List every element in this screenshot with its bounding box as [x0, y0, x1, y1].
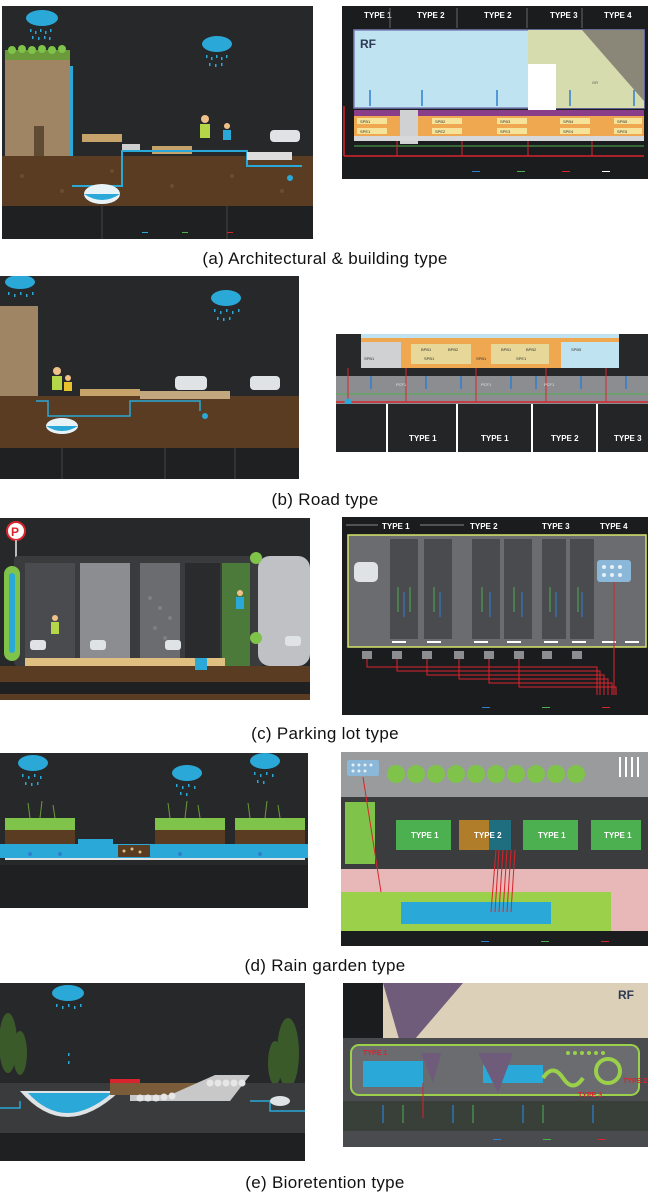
- caption-e: (e) Bioretention type: [245, 1173, 405, 1192]
- caption-c: (c) Parking lot type: [251, 724, 399, 743]
- code-label: SPB2: [435, 119, 446, 124]
- code-label: BPB2: [526, 347, 537, 352]
- type-label: TYPE 1: [363, 1050, 387, 1057]
- panel-e-left-cross-section: [0, 983, 305, 1161]
- type-header: TYPE 1 TYPE 2 TYPE 3 TYPE 4: [346, 522, 628, 531]
- type-label: TYPE 1: [538, 831, 566, 840]
- panel-a-right-plan: TYPE 1 TYPE 2 TYPE 2 TYPE 3 TYPE 4 RF GR…: [342, 6, 648, 179]
- code-label: SPE1: [360, 129, 371, 134]
- gr-label: GR: [592, 80, 598, 85]
- panel-a-left-cross-section: [2, 6, 313, 239]
- code-label: SPB5: [571, 347, 582, 352]
- car-icon: [270, 130, 300, 142]
- rain-cloud-icon: [26, 10, 58, 40]
- caption-a: (a) Architectural & building type: [202, 249, 448, 268]
- panel-c-right-plan: TYPE 1 TYPE 2 TYPE 3 TYPE 4: [342, 517, 648, 715]
- code-label: SPE3: [500, 129, 511, 134]
- rain-cloud-icon: [202, 36, 232, 67]
- type-label: TYPE 2: [474, 831, 502, 840]
- code-label: SPB1: [424, 356, 435, 361]
- code-label: PCF1: [481, 382, 492, 387]
- rain-cloud-icon: [52, 985, 84, 1009]
- rain-cloud-icon: [250, 753, 280, 784]
- type-label: TYPE 1: [604, 831, 632, 840]
- rain-cloud-icon: [211, 290, 241, 321]
- panel-d-left-cross-section: [0, 753, 308, 908]
- code-label: SPB1: [360, 119, 371, 124]
- code-label: BPB1: [421, 347, 432, 352]
- code-label: SPB1: [476, 356, 487, 361]
- parking-sign-icon: P: [6, 521, 26, 560]
- rf-label: RF: [618, 988, 634, 1002]
- code-label: SPE2: [435, 129, 446, 134]
- panel-c-left-cross-section: P: [0, 518, 310, 700]
- type-label: TYPE 4: [600, 522, 628, 531]
- rain-cloud-icon: [5, 276, 35, 297]
- code-label: SPB3: [500, 119, 511, 124]
- code-label: PCF1: [396, 382, 407, 387]
- type-label: TYPE 1: [411, 831, 439, 840]
- code-label: SPE5: [617, 129, 628, 134]
- type-label: TYPE 3: [578, 1092, 602, 1099]
- panel-b-right-plan: BPB1 BPB2 BPB1 BPB2 SPB1 SPB1 SPB1 SPE1 …: [336, 334, 648, 452]
- type-label: TYPE 1: [481, 434, 509, 443]
- panel-d-right-plan: TYPE 1 TYPE 2 TYPE 1 TYPE 1: [341, 752, 648, 946]
- rf-label: RF: [360, 37, 376, 51]
- code-label: BPB2: [448, 347, 459, 352]
- svg-text:P: P: [11, 525, 19, 539]
- type-label: TYPE 1: [382, 522, 410, 531]
- type-label: TYPE 2: [484, 11, 512, 20]
- type-label: TYPE 1: [364, 11, 392, 20]
- type-label: TYPE 2: [623, 1078, 647, 1085]
- type-header: TYPE 1 TYPE 2 TYPE 2 TYPE 3 TYPE 4: [364, 8, 632, 28]
- rain-cloud-icon: [172, 765, 202, 796]
- code-label: PCF1: [544, 382, 555, 387]
- type-label: TYPE 3: [542, 522, 570, 531]
- panel-e-right-plan: RF TYPE 1 TYPE 2 TYPE 3: [343, 983, 648, 1147]
- code-label: SPB4: [563, 119, 574, 124]
- caption-b: (b) Road type: [271, 490, 379, 509]
- type-label: TYPE 2: [417, 11, 445, 20]
- code-label: SPB5: [617, 119, 628, 124]
- caption-d: (d) Rain garden type: [244, 956, 406, 975]
- code-label: SPE4: [563, 129, 574, 134]
- code-label: BPB1: [501, 347, 512, 352]
- type-label: TYPE 3: [614, 434, 642, 443]
- type-label: TYPE 2: [551, 434, 579, 443]
- type-label: TYPE 3: [550, 11, 578, 20]
- car-icon: [250, 376, 280, 390]
- rain-cloud-icon: [18, 755, 48, 786]
- type-label: TYPE 4: [604, 11, 632, 20]
- type-label: TYPE 2: [470, 522, 498, 531]
- code-label: SPE1: [516, 356, 527, 361]
- car-icon: [175, 376, 207, 390]
- building: [0, 306, 38, 396]
- car-icon: [354, 562, 378, 582]
- panel-b-left-cross-section: [0, 276, 299, 479]
- type-label: TYPE 1: [409, 434, 437, 443]
- code-label: SPB1: [364, 356, 375, 361]
